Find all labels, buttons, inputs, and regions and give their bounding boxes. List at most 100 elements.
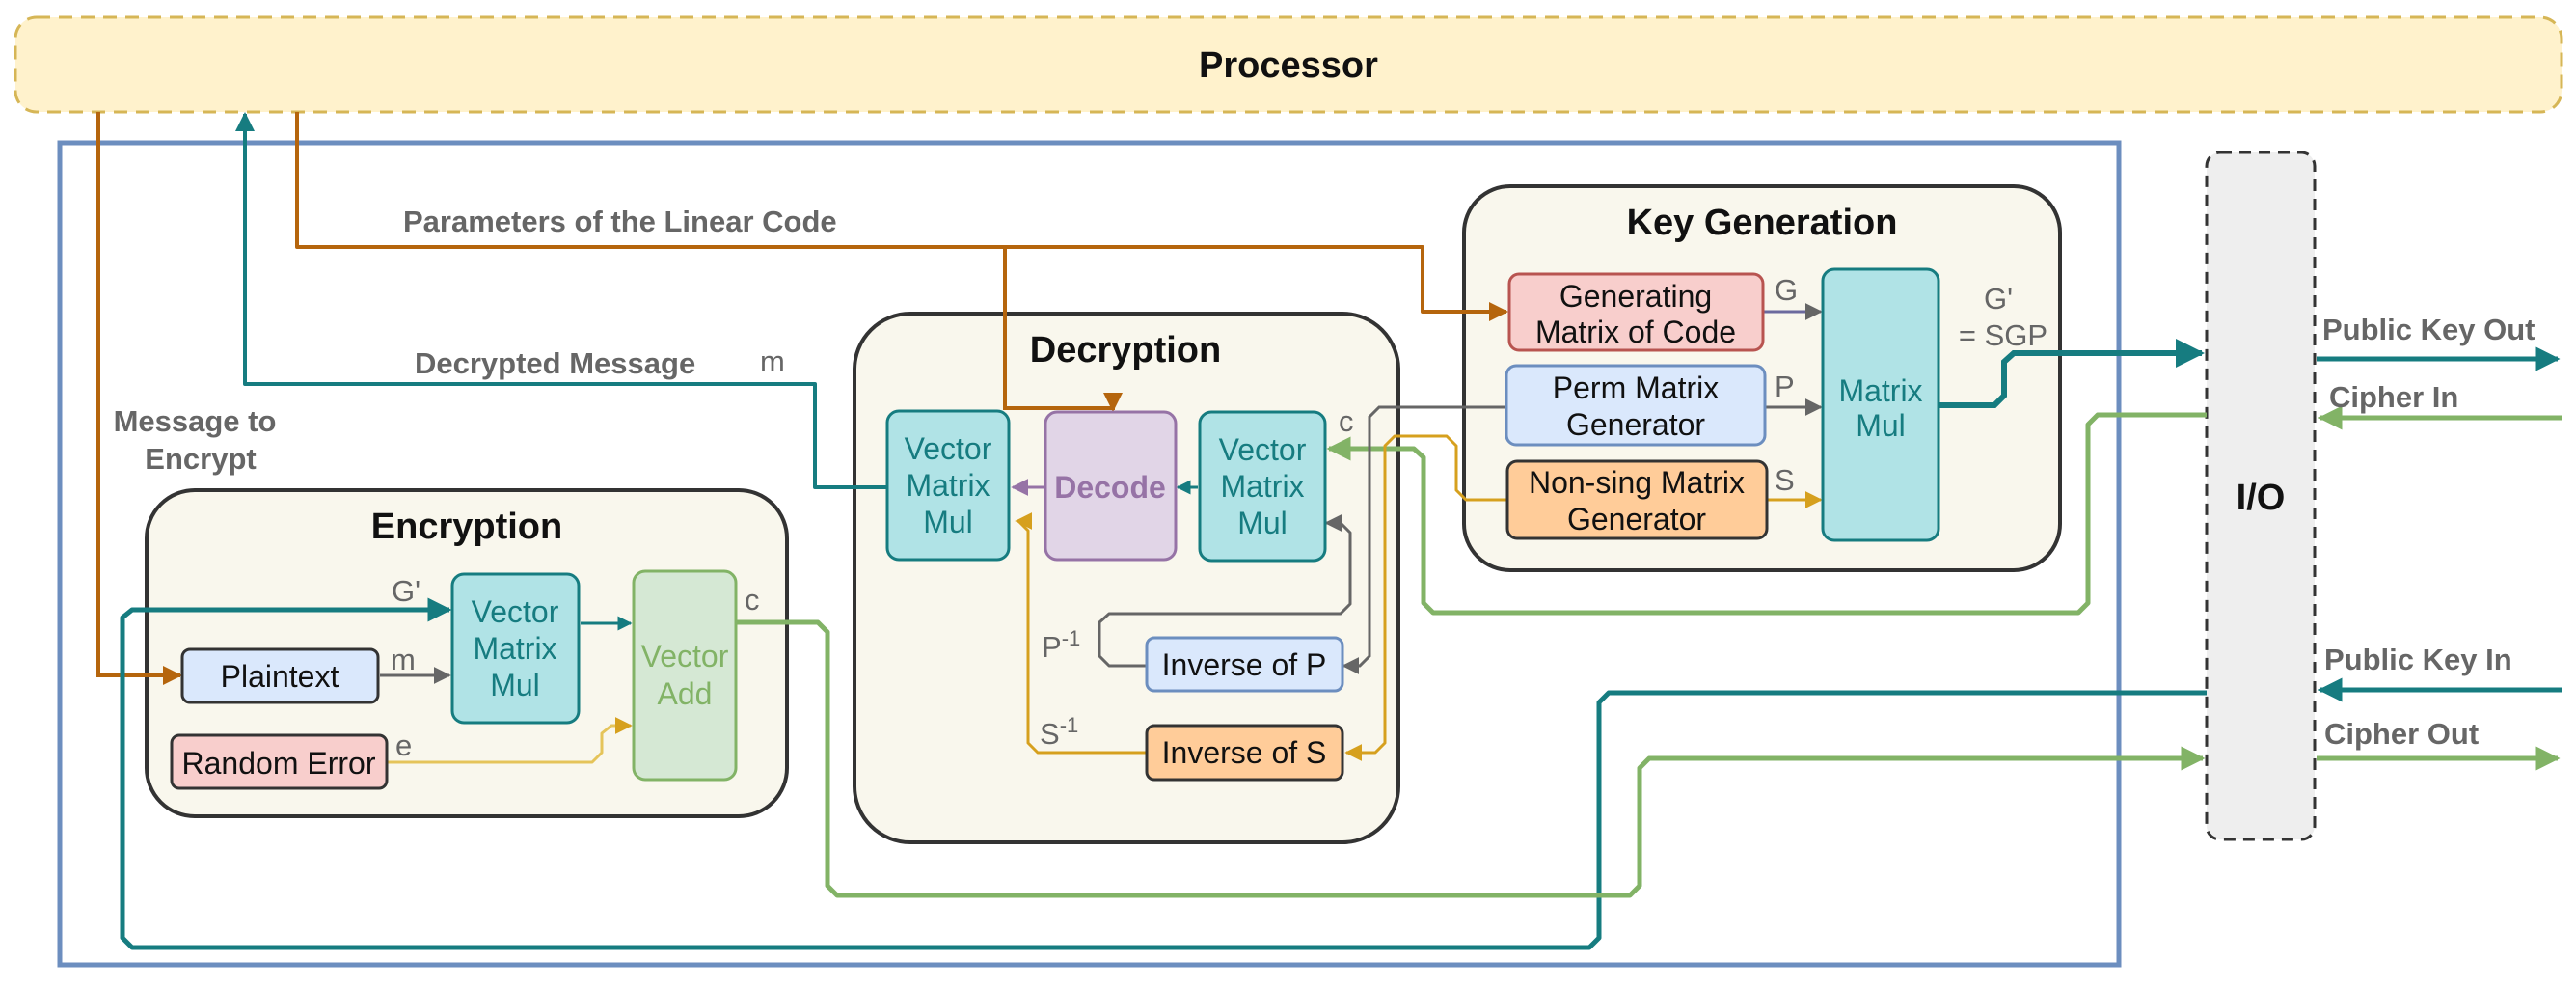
edge-label-parameters: Parameters of the Linear Code — [403, 205, 837, 238]
dec-vmm-left-line3: Mul — [923, 505, 973, 539]
generating-matrix-line1: Generating — [1559, 279, 1712, 314]
processor-bar — [14, 15, 2563, 114]
svg-text:Generating: Generating — [1559, 279, 1712, 314]
io-label: I/O — [2237, 478, 2286, 518]
edge-label-m-out: m — [760, 344, 785, 378]
svg-text:S-1: S-1 — [1040, 713, 1078, 751]
edge-label-s-inv: S — [1040, 717, 1060, 751]
svg-text:Vector: Vector — [641, 639, 729, 673]
encryption-title: Encryption — [371, 507, 562, 547]
arrow-cipher-to-decryption — [1326, 412, 2207, 616]
cipher-in-label: Cipher In — [2329, 380, 2458, 414]
nonsing-matrix-line2: Generator — [1567, 502, 1706, 536]
svg-text:P-1: P-1 — [1042, 626, 1080, 664]
arrow-message-to-encrypt — [96, 112, 182, 685]
random-error-label: Random Error — [182, 746, 376, 781]
svg-text:Vector: Vector — [472, 594, 559, 629]
vector-add-block — [632, 569, 738, 782]
svg-text:Mul: Mul — [1856, 408, 1906, 443]
svg-text:Matrix: Matrix — [906, 468, 990, 503]
dec-vmm-left-line1: Vector — [905, 431, 992, 466]
io-block — [2205, 151, 2317, 841]
svg-text:Non-sing Matrix: Non-sing Matrix — [1529, 465, 1745, 500]
enc-vmm-line1: Vector — [472, 594, 559, 629]
enc-vmm-line3: Mul — [490, 668, 540, 702]
arrow-parameters-decode — [1003, 247, 1123, 412]
public-key-out-label: Public Key Out — [2322, 313, 2535, 346]
random-error-block — [170, 733, 389, 790]
svg-text:Vector: Vector — [905, 431, 992, 466]
svg-text:Generator: Generator — [1567, 502, 1706, 536]
edge-label-g-prime-enc: G' — [392, 574, 420, 608]
decode-label: Decode — [1054, 470, 1166, 505]
svg-text:Mul: Mul — [1237, 506, 1288, 540]
key-matrix-mul-block — [1821, 267, 1940, 542]
edge-label-g-prime: G' — [1984, 282, 2013, 316]
edge-label-c-dec: c — [1339, 404, 1354, 438]
arrow-parameters — [295, 112, 1508, 321]
edge-label-p: P — [1775, 370, 1795, 403]
dec-vector-matrix-mul-right — [1198, 410, 1327, 563]
perm-matrix-line1: Perm Matrix — [1553, 371, 1719, 405]
svg-text:= SGP: = SGP — [1959, 318, 2047, 352]
system-boundary — [57, 140, 2122, 968]
svg-text:Matrix: Matrix — [1220, 469, 1304, 504]
svg-text:Add: Add — [658, 676, 713, 711]
svg-text:Matrix: Matrix — [473, 631, 556, 666]
cipher-out-label: Cipher Out — [2324, 717, 2479, 751]
edge-label-decrypted-message: Decrypted Message — [415, 346, 695, 380]
arrow-s-to-inverse-s — [1344, 434, 1506, 761]
plaintext-block — [180, 647, 380, 704]
dec-vmm-right-line3: Mul — [1237, 506, 1288, 540]
edge-label-p-inv-exp: -1 — [1062, 626, 1081, 650]
enc-vmm-line2: Matrix — [473, 631, 556, 666]
nonsing-matrix-generator-block — [1505, 459, 1769, 540]
edge-label-g: G — [1775, 273, 1798, 307]
svg-text:Perm Matrix: Perm Matrix — [1553, 371, 1719, 405]
edge-label-sgp: = SGP — [1959, 318, 2047, 352]
arrow-public-key-to-encryption — [120, 597, 2207, 950]
inverse-s-label: Inverse of S — [1162, 735, 1327, 770]
enc-vector-matrix-mul — [450, 572, 581, 725]
dec-vector-matrix-mul-left — [885, 409, 1011, 562]
plaintext-label: Plaintext — [221, 659, 339, 694]
dec-vmm-right-line2: Matrix — [1220, 469, 1304, 504]
arrow-decrypted-message — [235, 112, 887, 489]
perm-matrix-generator-block — [1505, 364, 1767, 447]
generating-matrix-block — [1507, 272, 1765, 352]
dec-vmm-right-line1: Vector — [1219, 432, 1307, 467]
generating-matrix-line2: Matrix of Code — [1535, 315, 1736, 349]
svg-text:Encrypt: Encrypt — [145, 442, 256, 476]
key-generation-title: Key Generation — [1627, 203, 1898, 243]
key-matrix-mul-line2: Mul — [1856, 408, 1906, 443]
arrow-p-inv-to-vmm — [1098, 514, 1352, 668]
svg-text:Generator: Generator — [1566, 407, 1705, 442]
public-key-in-label: Public Key In — [2324, 643, 2512, 676]
arrow-p-to-inverse-p — [1342, 405, 1506, 674]
vector-add-line2: Add — [658, 676, 713, 711]
svg-text:Matrix of Code: Matrix of Code — [1535, 315, 1736, 349]
edge-label-s: S — [1775, 463, 1795, 497]
nonsing-matrix-line1: Non-sing Matrix — [1529, 465, 1745, 500]
dec-vmm-left-line2: Matrix — [906, 468, 990, 503]
perm-matrix-line2: Generator — [1566, 407, 1705, 442]
edge-label-p-inv: P — [1042, 630, 1062, 664]
vector-add-line1: Vector — [641, 639, 729, 673]
svg-text:G': G' — [1984, 282, 2013, 316]
edge-label-s-inv-exp: -1 — [1060, 713, 1079, 737]
svg-text:Matrix: Matrix — [1838, 373, 1922, 408]
edge-label-c-enc: c — [745, 583, 760, 617]
inverse-s-block — [1145, 724, 1344, 782]
edge-label-m-enc: m — [391, 643, 416, 676]
svg-text:Message to: Message to — [114, 404, 277, 438]
decode-block — [1044, 410, 1178, 562]
svg-text:Vector: Vector — [1219, 432, 1307, 467]
arrow-public-key-to-io — [1939, 339, 2205, 408]
arrow-error-to-vector-add — [388, 717, 633, 764]
edge-label-message-line2: Encrypt — [145, 442, 256, 476]
processor-label: Processor — [1199, 45, 1378, 86]
edge-label-message-line1: Message to — [114, 404, 277, 438]
arrow-ciphertext-from-encryption — [736, 619, 2206, 898]
arrow-s-inv-to-vmm — [1015, 512, 1146, 755]
